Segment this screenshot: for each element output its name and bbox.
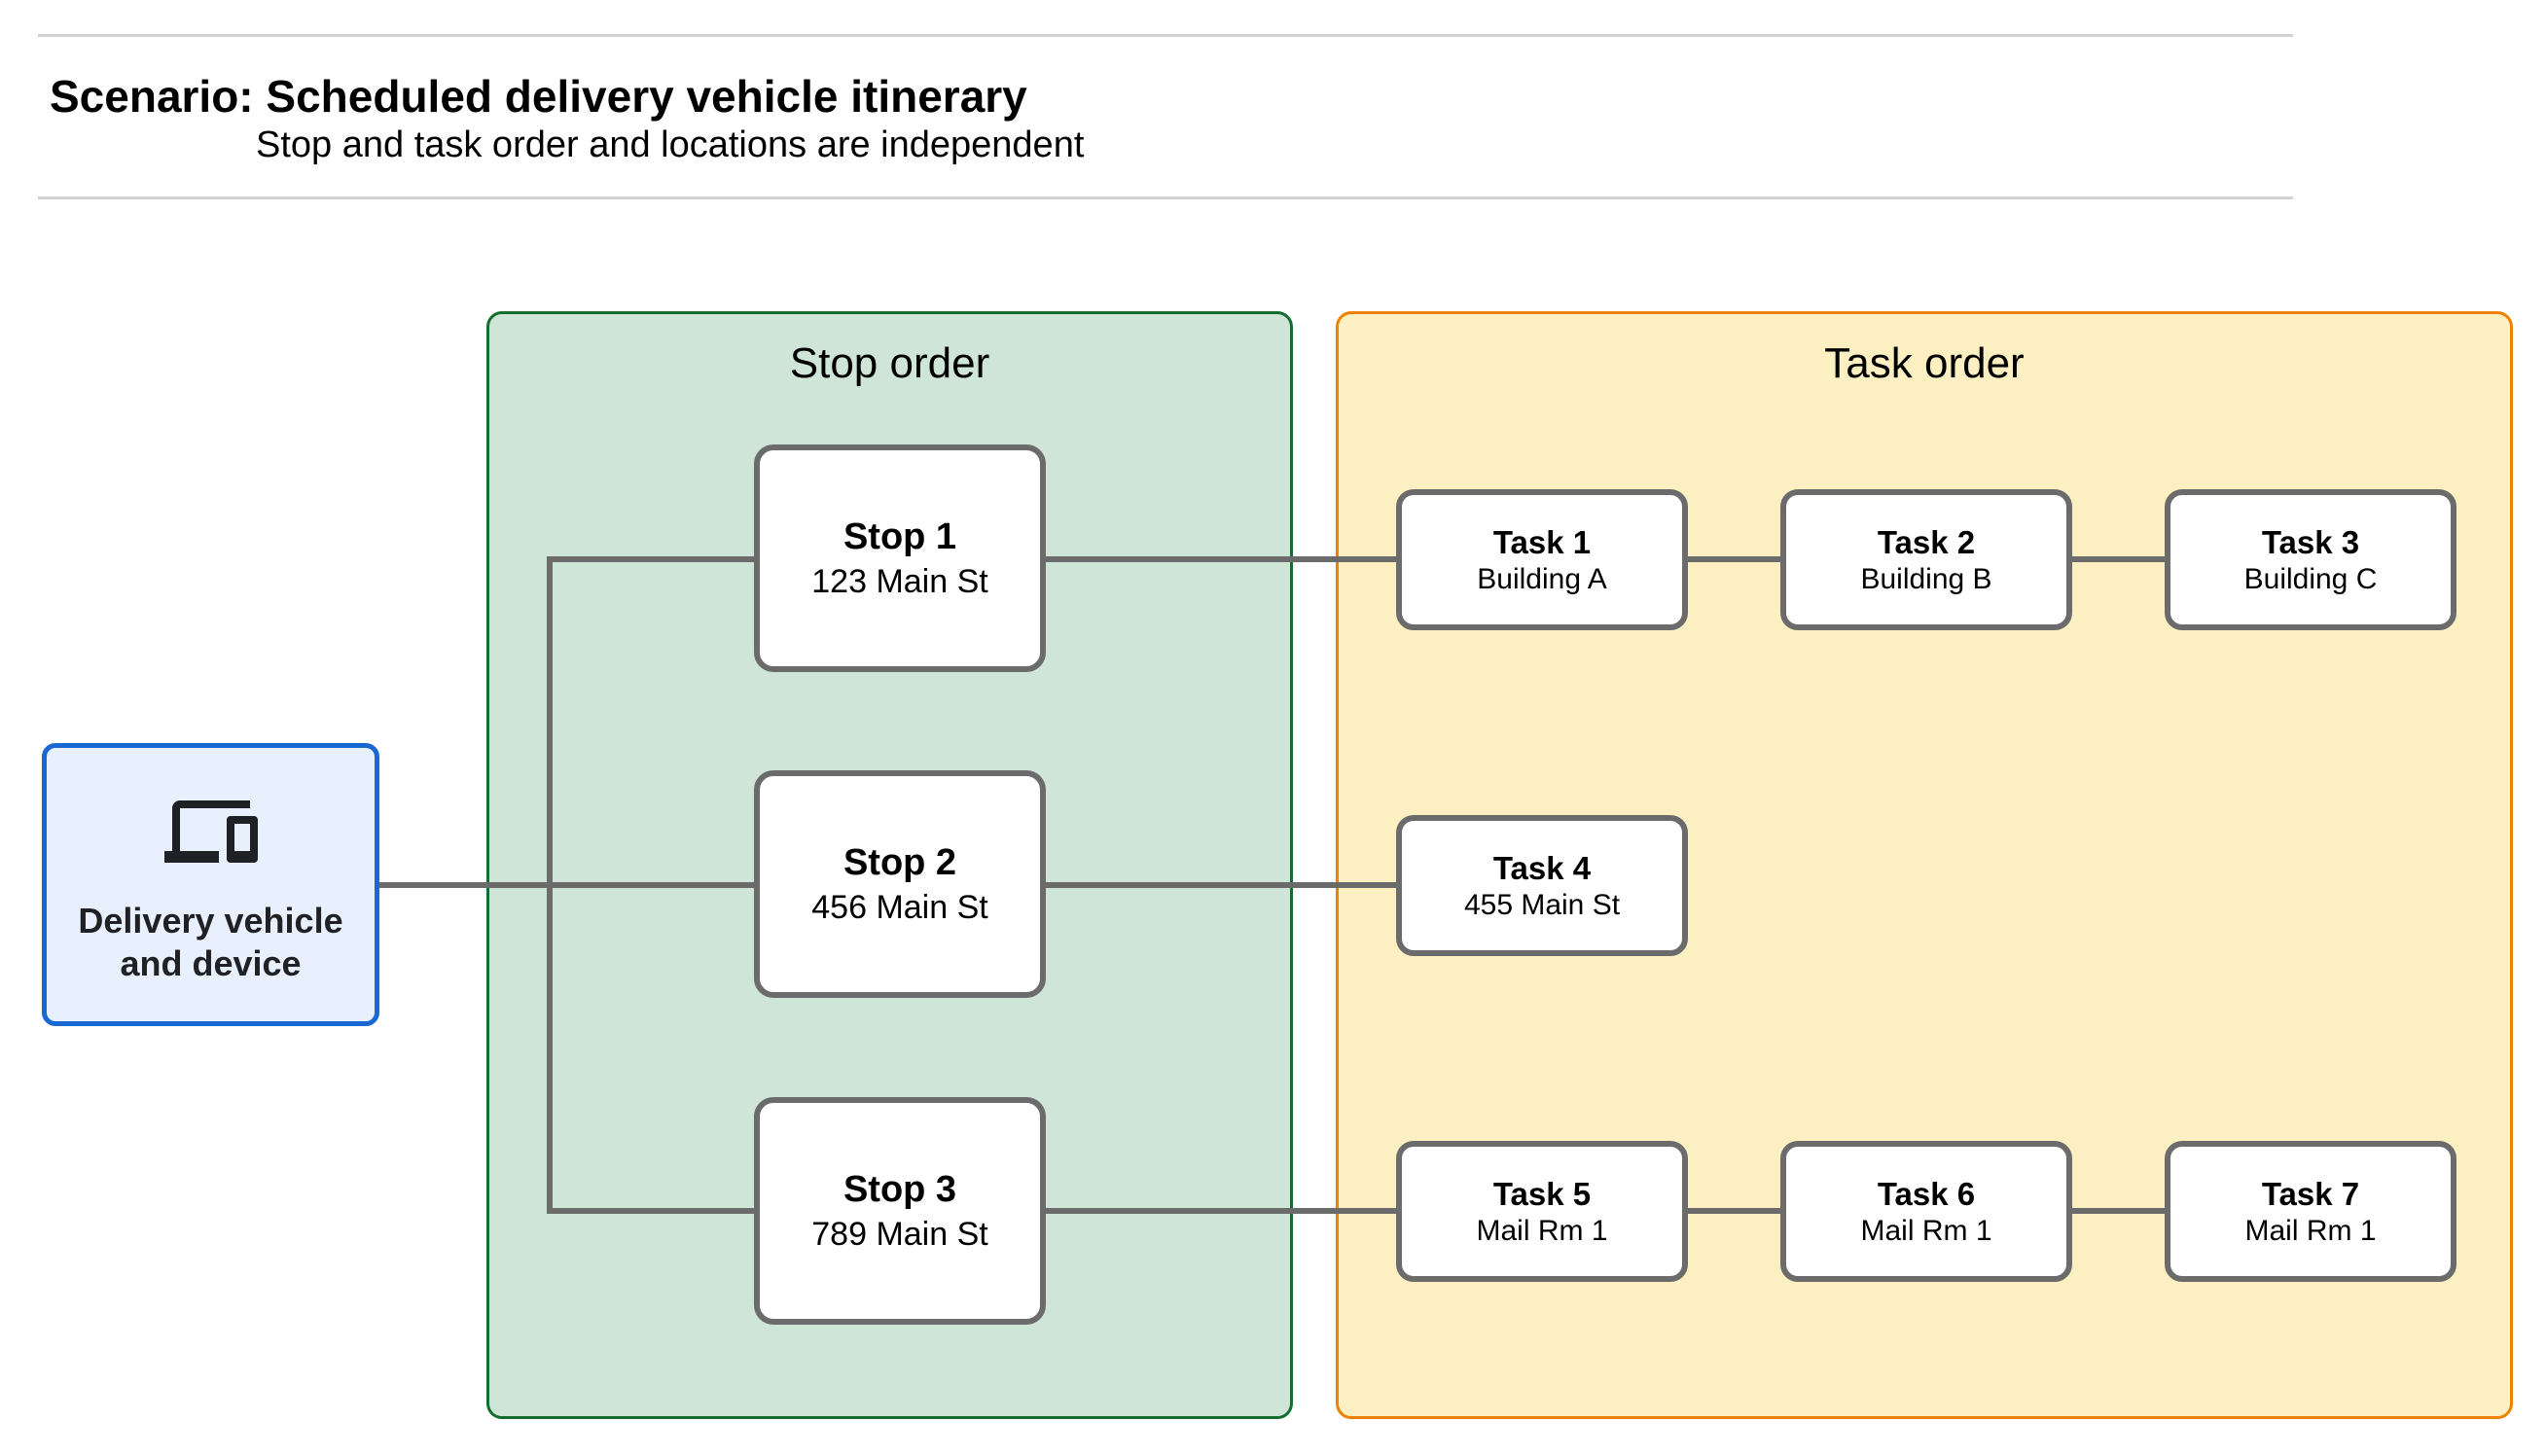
task-location: Building B — [1860, 562, 1992, 595]
stop-order-panel-title: Stop order — [789, 339, 990, 387]
header-rule-bottom — [38, 196, 2293, 199]
stop-1-node: Stop 1 123 Main St — [754, 444, 1046, 672]
task-title: Task 7 — [2261, 1175, 2360, 1212]
connector-task1-to-task2 — [1688, 556, 1780, 562]
task-location: Building A — [1477, 562, 1607, 595]
task-4-node: Task 4 455 Main St — [1396, 815, 1688, 956]
delivery-vehicle-node: Delivery vehicle and device — [42, 743, 379, 1026]
task-location: Mail Rm 1 — [1860, 1214, 1992, 1247]
stop-2-node: Stop 2 456 Main St — [754, 770, 1046, 998]
page-subtitle: Stop and task order and locations are in… — [256, 124, 1085, 165]
task-title: Task 1 — [1492, 523, 1592, 560]
task-order-panel-title: Task order — [1824, 339, 2025, 387]
task-3-node: Task 3 Building C — [2165, 489, 2456, 630]
delivery-vehicle-label-line1: Delivery vehicle — [78, 900, 343, 941]
connector-stop2-to-task4 — [1046, 882, 1396, 888]
stop-location: 456 Main St — [811, 889, 988, 926]
task-6-node: Task 6 Mail Rm 1 — [1780, 1141, 2072, 1282]
task-title: Task 6 — [1877, 1175, 1976, 1212]
connector-vehicle-to-stop2 — [379, 882, 754, 888]
stop-3-node: Stop 3 789 Main St — [754, 1097, 1046, 1325]
task-7-node: Task 7 Mail Rm 1 — [2165, 1141, 2456, 1282]
connector-trunk-to-stop3 — [550, 1208, 754, 1214]
devices-icon — [163, 799, 258, 863]
task-title: Task 5 — [1492, 1175, 1592, 1212]
connector-task6-to-task7 — [2072, 1208, 2165, 1214]
task-location: Mail Rm 1 — [2244, 1214, 2377, 1247]
stop-title: Stop 2 — [843, 842, 957, 883]
task-title: Task 3 — [2261, 523, 2360, 560]
task-title: Task 4 — [1492, 849, 1592, 886]
page-title: Scenario: Scheduled delivery vehicle iti… — [50, 71, 1027, 122]
connector-stop3-to-task5 — [1046, 1208, 1396, 1214]
connector-task2-to-task3 — [2072, 556, 2165, 562]
delivery-vehicle-label-line2: and device — [120, 942, 302, 983]
stop-location: 123 Main St — [811, 563, 988, 600]
task-location: Building C — [2243, 562, 2378, 595]
connector-task5-to-task6 — [1688, 1208, 1780, 1214]
delivery-vehicle-label: Delivery vehicle and device — [78, 900, 342, 985]
stop-title: Stop 3 — [843, 1169, 957, 1210]
connector-trunk-to-stop1 — [550, 556, 754, 562]
task-location: Mail Rm 1 — [1476, 1214, 1608, 1247]
connector-stop1-to-task1 — [1046, 556, 1396, 562]
task-title: Task 2 — [1877, 523, 1976, 560]
task-1-node: Task 1 Building A — [1396, 489, 1688, 630]
header-rule-top — [38, 34, 2293, 37]
stop-title: Stop 1 — [843, 516, 957, 557]
stop-location: 789 Main St — [811, 1216, 988, 1253]
task-2-node: Task 2 Building B — [1780, 489, 2072, 630]
task-location: 455 Main St — [1463, 888, 1621, 921]
task-5-node: Task 5 Mail Rm 1 — [1396, 1141, 1688, 1282]
